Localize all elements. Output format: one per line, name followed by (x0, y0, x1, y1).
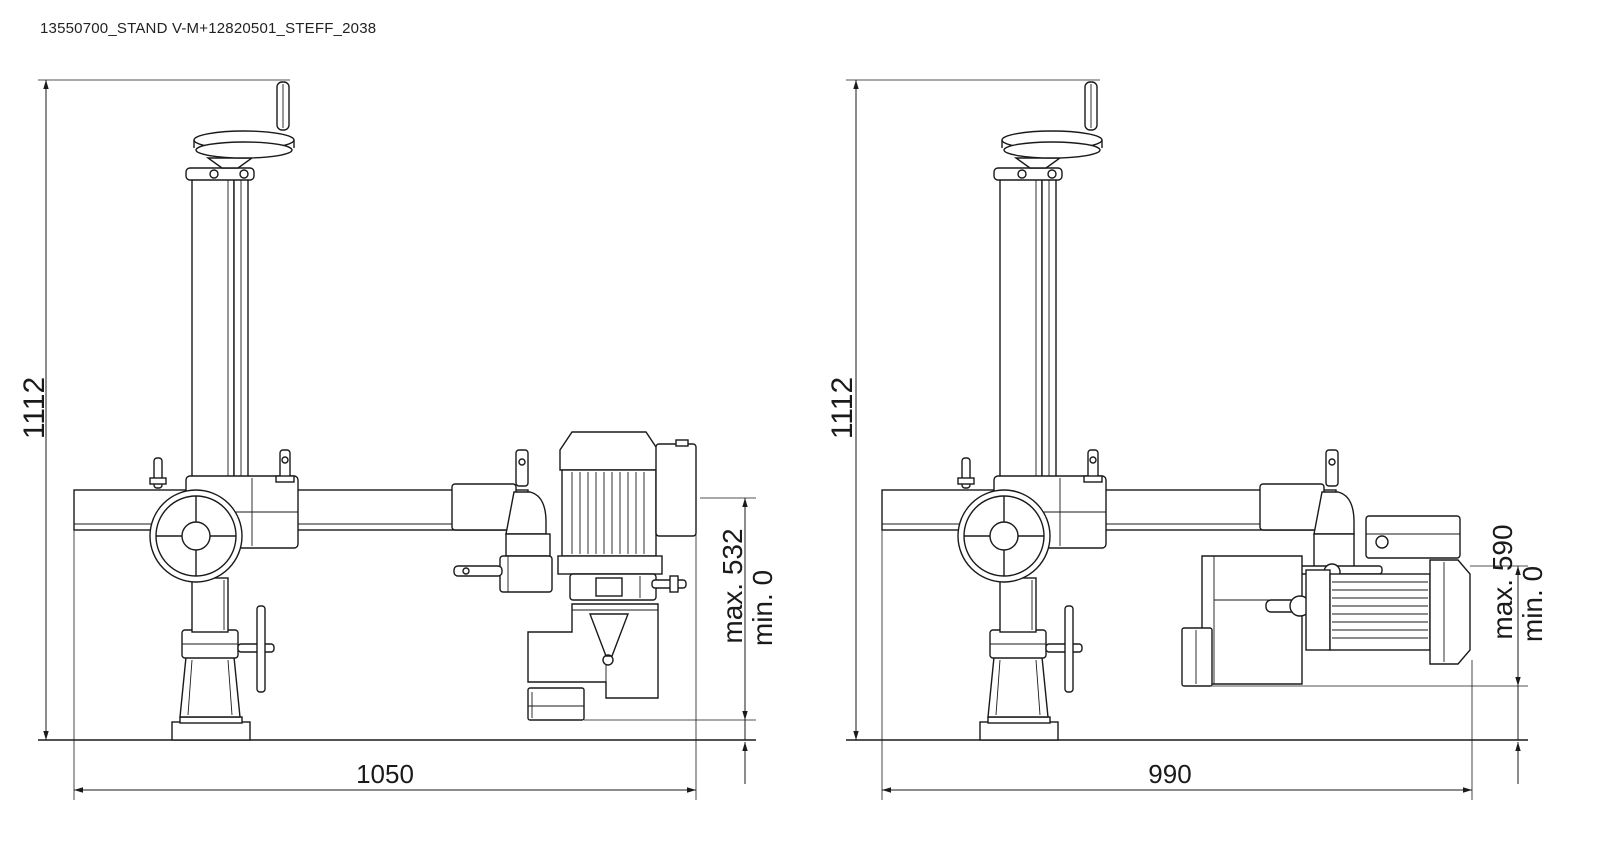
left-min-label: min. 0 (747, 570, 778, 646)
right-height-label: 1112 (826, 377, 859, 439)
drawing-title: 13550700_STAND V-M+12820501_STEFF_2038 (40, 20, 377, 37)
right-min-label: min. 0 (1517, 566, 1548, 642)
left-stand-drawing (73, 81, 529, 741)
right-view: 1112 990 max. 590 min. 0 (826, 79, 1548, 800)
left-width-label: 1050 (356, 759, 414, 789)
left-height-label: 1112 (18, 377, 51, 439)
left-max-label: max. 532 (717, 528, 748, 643)
right-feeder-drawing (1181, 449, 1471, 687)
left-feeder-drawing (451, 431, 697, 721)
right-max-label: max. 590 (1487, 524, 1518, 639)
left-view: 1112 1050 max. 532 min. 0 (18, 79, 778, 800)
right-width-label: 990 (1148, 759, 1191, 789)
